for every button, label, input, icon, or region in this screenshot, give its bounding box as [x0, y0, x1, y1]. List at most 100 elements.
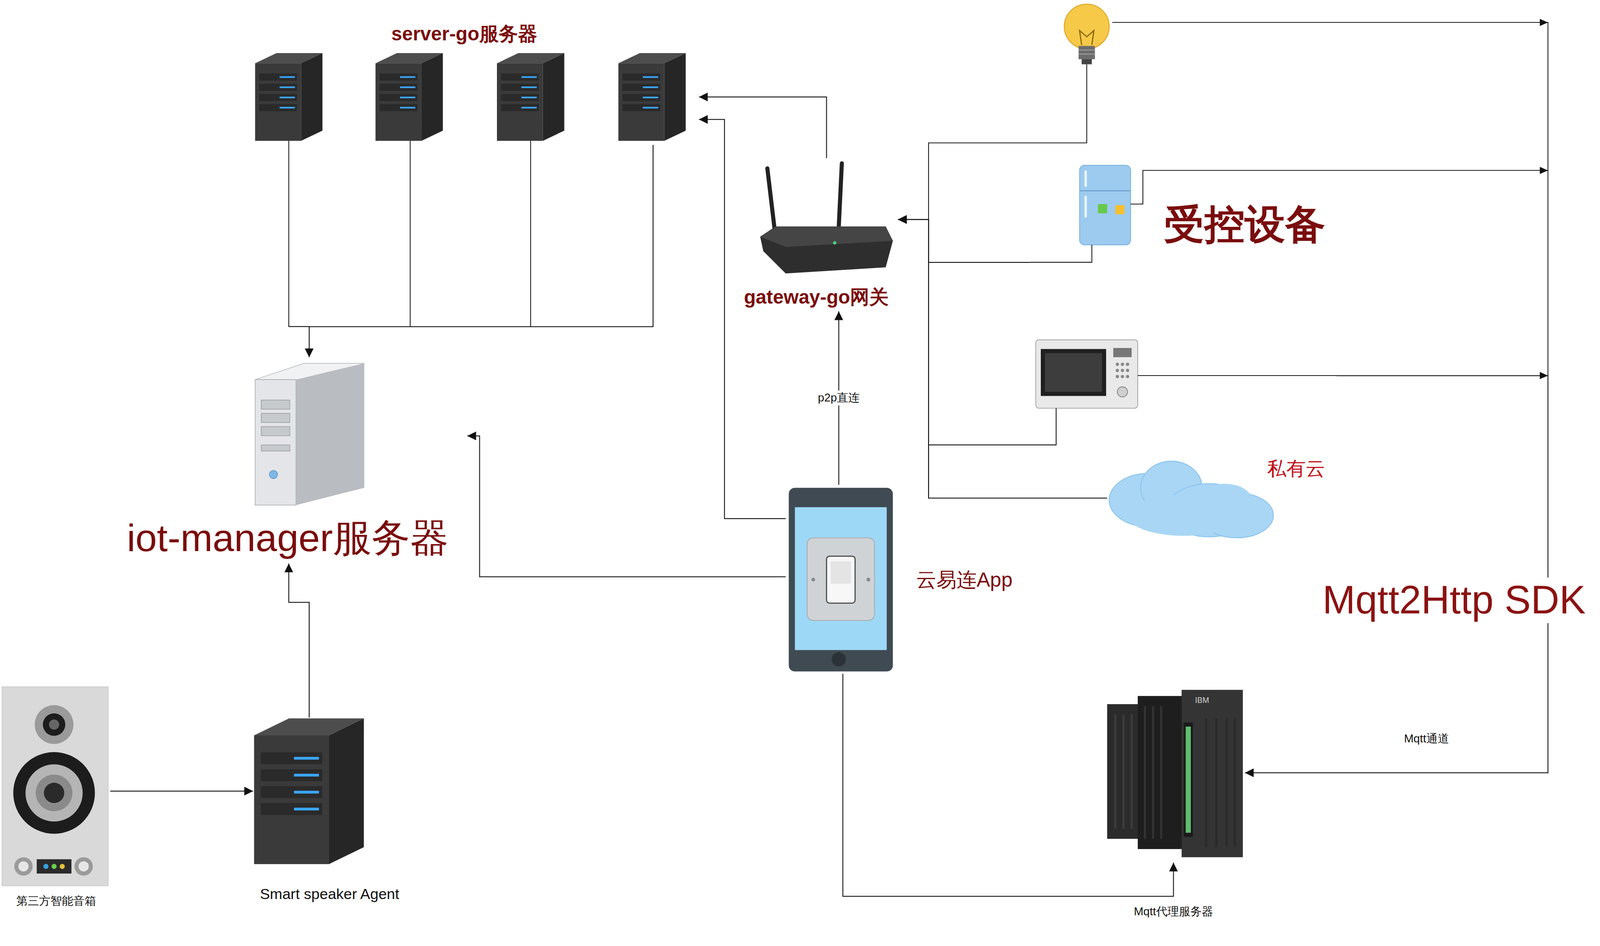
- pc-tower: [255, 379, 297, 505]
- gateway-box: gateway-go网关: [739, 158, 899, 312]
- phone: [866, 577, 871, 582]
- node-label: 云易连App: [916, 567, 1013, 592]
- server-go-servers: [618, 53, 686, 141]
- wiring: [1130, 170, 1549, 204]
- pc-tower: [261, 400, 290, 410]
- speaker: [14, 857, 33, 876]
- node-label: gateway-go网关: [743, 285, 889, 309]
- microwave: [1035, 339, 1138, 408]
- light-bulb: [1079, 30, 1094, 46]
- speaker: [51, 863, 57, 869]
- agent-server: [253, 717, 364, 864]
- connector: [699, 96, 827, 159]
- microwave: [1115, 374, 1119, 378]
- microwave: [1117, 386, 1128, 397]
- sdk-label: Mqtt2Http SDK: [1319, 577, 1589, 623]
- connector: [842, 673, 1174, 897]
- mainframe: [1144, 705, 1161, 839]
- microwave: [1115, 362, 1130, 379]
- speaker: [2, 686, 109, 886]
- server-group: server-go服务器: [244, 14, 699, 146]
- connector: [897, 219, 1108, 498]
- microwave: [1125, 368, 1129, 372]
- phone: [794, 507, 887, 650]
- mainframe: [1181, 689, 1243, 857]
- speaker: [78, 860, 89, 872]
- fridge: [1097, 203, 1108, 214]
- wiring: [1112, 22, 1548, 376]
- phone: [788, 487, 893, 672]
- bus-arrowheads: [1539, 166, 1549, 174]
- router: [767, 163, 843, 237]
- speaker: [36, 858, 72, 874]
- connector: [288, 563, 310, 718]
- microwave: [1040, 348, 1107, 396]
- wiring: [288, 140, 531, 327]
- speaker: [43, 782, 65, 804]
- microwave: [1113, 347, 1132, 358]
- microwave: [1120, 374, 1124, 378]
- mainframe: [1206, 717, 1235, 847]
- mainframe: [1107, 689, 1243, 857]
- microwave: [1115, 368, 1119, 372]
- fridge: [1079, 165, 1131, 245]
- router: [760, 163, 893, 274]
- speaker: [2, 686, 109, 886]
- cloud-box: 私有云: [1107, 453, 1332, 543]
- connector: [110, 790, 254, 792]
- pc-tower: [296, 363, 365, 505]
- speaker: [49, 719, 60, 730]
- microwave: [1044, 353, 1102, 392]
- router: [760, 226, 893, 274]
- connector: [897, 219, 1031, 263]
- pc-tower: [261, 413, 290, 423]
- server-go-servers: [375, 53, 443, 141]
- pc-tower: [261, 444, 290, 451]
- connector: [309, 144, 654, 358]
- phone: [811, 577, 815, 582]
- agent-box: Smart speaker Agent: [253, 717, 367, 867]
- pc-tower: [269, 470, 278, 479]
- bus-arrowheads: [1539, 18, 1549, 26]
- phone: [830, 560, 852, 584]
- speaker: [43, 863, 49, 869]
- node-label: 第三方智能音箱: [16, 894, 97, 908]
- speaker: [34, 704, 74, 744]
- app-box: 云易连App: [785, 484, 1021, 674]
- wiring: [928, 64, 1087, 498]
- connector: [699, 119, 786, 519]
- server-go-servers: [255, 53, 686, 141]
- connector: [1244, 375, 1548, 773]
- brand-label: IBM: [1192, 695, 1212, 705]
- microwave: [1125, 362, 1129, 366]
- server-box: iot-manager服务器: [110, 357, 468, 564]
- edge-label: p2p直连: [816, 390, 862, 406]
- phone: [807, 537, 875, 621]
- wiring: [1137, 375, 1337, 376]
- microwave: [1115, 362, 1119, 366]
- bus-arrowheads: [1539, 18, 1549, 379]
- node-label: Smart speaker Agent: [260, 885, 400, 903]
- wiring: [928, 407, 1057, 445]
- node-label: server-go服务器: [391, 22, 538, 45]
- microwave: [1125, 374, 1129, 378]
- speaker: [13, 751, 95, 834]
- node-label: Mqtt代理服务器: [1133, 904, 1214, 918]
- speaker: [59, 863, 65, 869]
- router: [832, 241, 836, 245]
- fridge: [1079, 190, 1131, 192]
- speaker-box: 第三方智能音箱: [2, 686, 111, 887]
- connector: [467, 435, 786, 577]
- light-bulb: [1078, 50, 1095, 54]
- fridge: [1079, 165, 1131, 245]
- server-go-servers: [255, 53, 323, 141]
- node-label: iot-manager服务器: [126, 515, 449, 560]
- broker-box: Mqtt代理服务器: [1107, 686, 1245, 863]
- speaker: [74, 857, 93, 876]
- pc-tower: [261, 426, 290, 436]
- light-bulb: [1064, 3, 1110, 65]
- wiring: [1030, 244, 1093, 263]
